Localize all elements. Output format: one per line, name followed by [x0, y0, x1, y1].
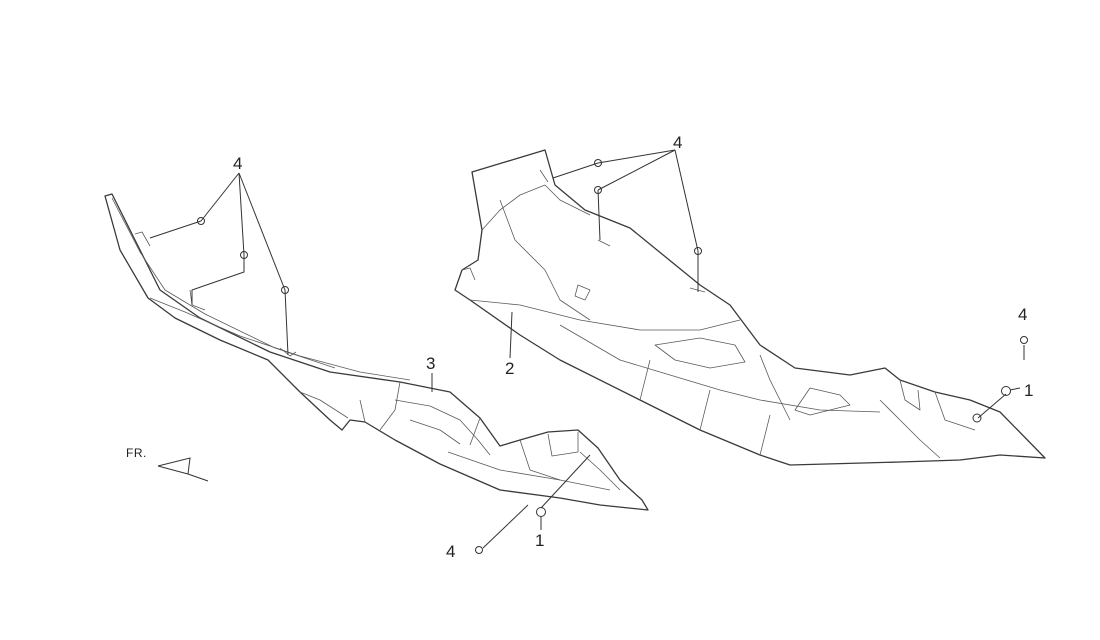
- right-floor-panel: [454, 149, 1046, 466]
- fastener-4g: [1020, 336, 1028, 344]
- callouts: 4 4 4 1 2 3 1 4: [233, 133, 1033, 561]
- callout-1-right: 1: [1024, 381, 1033, 400]
- callout-1-bottom: 1: [535, 531, 544, 550]
- front-direction-indicator: FR.: [126, 446, 209, 482]
- callout-4-right: 4: [1018, 305, 1027, 324]
- left-floor-panel: [104, 193, 649, 511]
- callout-4-top-right: 4: [673, 133, 682, 152]
- callout-4-bottom: 4: [446, 542, 455, 561]
- callout-4-left: 4: [233, 154, 242, 173]
- clip-1a-seat: [972, 413, 982, 423]
- leader-lines: [149, 149, 1025, 549]
- callout-3: 3: [426, 354, 435, 373]
- fastener-4h: [475, 546, 483, 554]
- clip-1b: [536, 507, 546, 517]
- front-arrow-icon: [157, 457, 209, 482]
- front-label: FR.: [126, 446, 147, 460]
- clip-1a: [1001, 386, 1011, 396]
- callout-2: 2: [505, 359, 514, 378]
- fasteners: [197, 159, 1028, 554]
